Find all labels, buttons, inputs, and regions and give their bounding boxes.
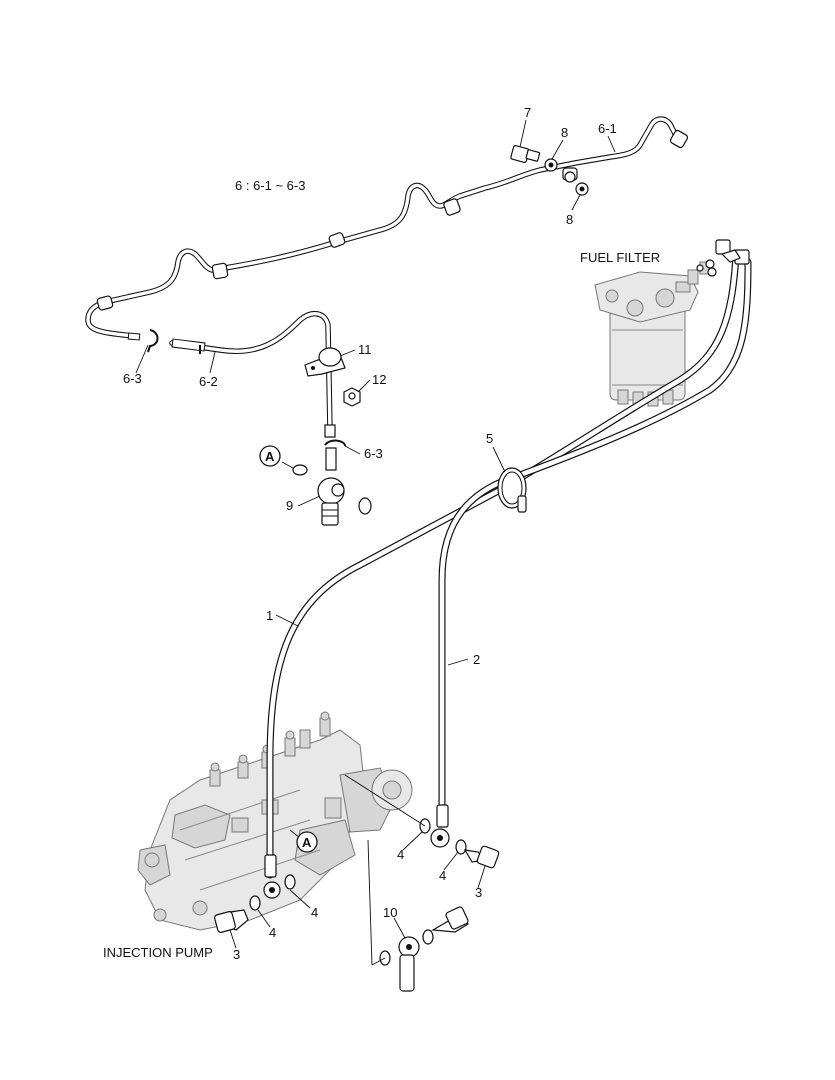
hose-clamp [497,467,527,513]
reference-a-marker-upper: A [259,445,281,467]
callout-leaders [135,119,616,949]
callout-4-d: 4 [269,925,276,940]
callout-6-1: 6-1 [598,121,617,136]
callout-4-c: 4 [311,905,318,920]
callout-6-3-lower: 6-3 [364,446,383,461]
injection-pump-label: INJECTION PUMP [103,945,213,960]
callout-3-left: 3 [233,947,240,962]
callout-9: 9 [286,498,293,513]
callout-7: 7 [524,105,531,120]
callout-4-a: 4 [397,847,404,862]
text-labels: FUEL FILTER INJECTION PUMP 6 : 6-1 ~ 6-3… [103,105,660,962]
reference-a-marker-lower: A [296,831,318,853]
callout-12: 12 [372,372,386,387]
fuel-filter [594,261,713,407]
fuel-hoses [266,251,752,879]
callout-8-lower: 8 [566,212,573,227]
callout-5: 5 [486,431,493,446]
fuel-filter-label: FUEL FILTER [580,250,660,265]
tee-fitting [292,447,372,526]
callout-1: 1 [266,608,273,623]
callout-8-upper: 8 [561,125,568,140]
callout-6-3-upper: 6-3 [123,371,142,386]
pipe-bracket [304,347,361,407]
pump-connections [214,774,500,992]
callout-2: 2 [473,652,480,667]
callout-6-2: 6-2 [199,374,218,389]
callout-11: 11 [358,342,372,357]
reference-a-text-upper: A [265,449,275,464]
reference-a-text-lower: A [302,835,312,850]
callout-3-right: 3 [475,885,482,900]
pipe-group-label: 6 : 6-1 ~ 6-3 [235,178,305,193]
injection-pump [137,711,413,931]
callout-10: 10 [383,905,397,920]
banjo-bolt-upper [510,145,589,196]
return-pipe [85,116,689,447]
callout-4-b: 4 [439,868,446,883]
hose-end-fittings [264,239,750,878]
